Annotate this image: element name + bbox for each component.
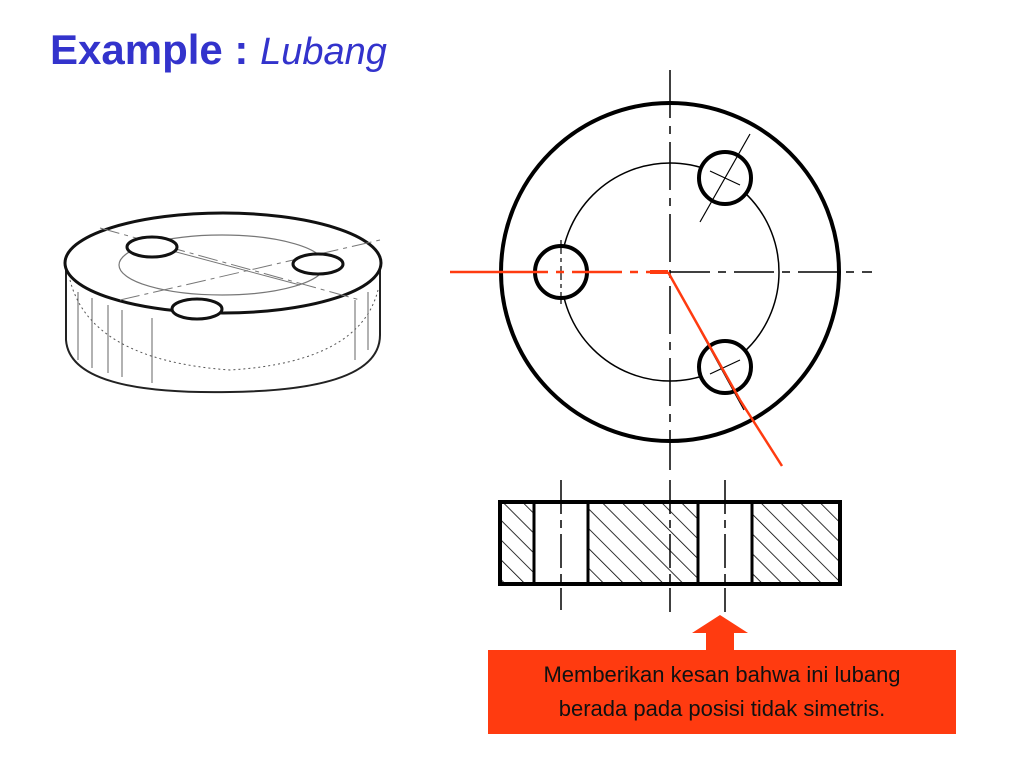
hatch-left: [500, 502, 534, 584]
hole-edges: [532, 502, 754, 584]
isometric-sketch: [63, 211, 383, 394]
callout-box: Memberikan kesan bahwa ini lubang berada…: [488, 650, 956, 734]
disc-hole-3: [170, 297, 224, 321]
disc-hole-1: [125, 235, 179, 259]
title-main: Example :: [50, 26, 261, 73]
section-cutting-plane: [450, 270, 784, 467]
hatch-right: [752, 502, 840, 584]
disc-body: [65, 262, 381, 394]
hatch-middle: [588, 502, 698, 584]
disc-hole-2: [291, 252, 345, 276]
section-view: [498, 480, 842, 612]
slide-title: Example : Lubang: [50, 26, 387, 74]
callout-line-2: berada pada posisi tidak simetris.: [558, 696, 886, 721]
up-arrow-icon: [692, 615, 748, 651]
section-centerlines: [560, 480, 726, 612]
top-view: [450, 70, 872, 470]
title-sub: Lubang: [260, 31, 387, 73]
callout-line-1: Memberikan kesan bahwa ini lubang: [543, 662, 901, 687]
